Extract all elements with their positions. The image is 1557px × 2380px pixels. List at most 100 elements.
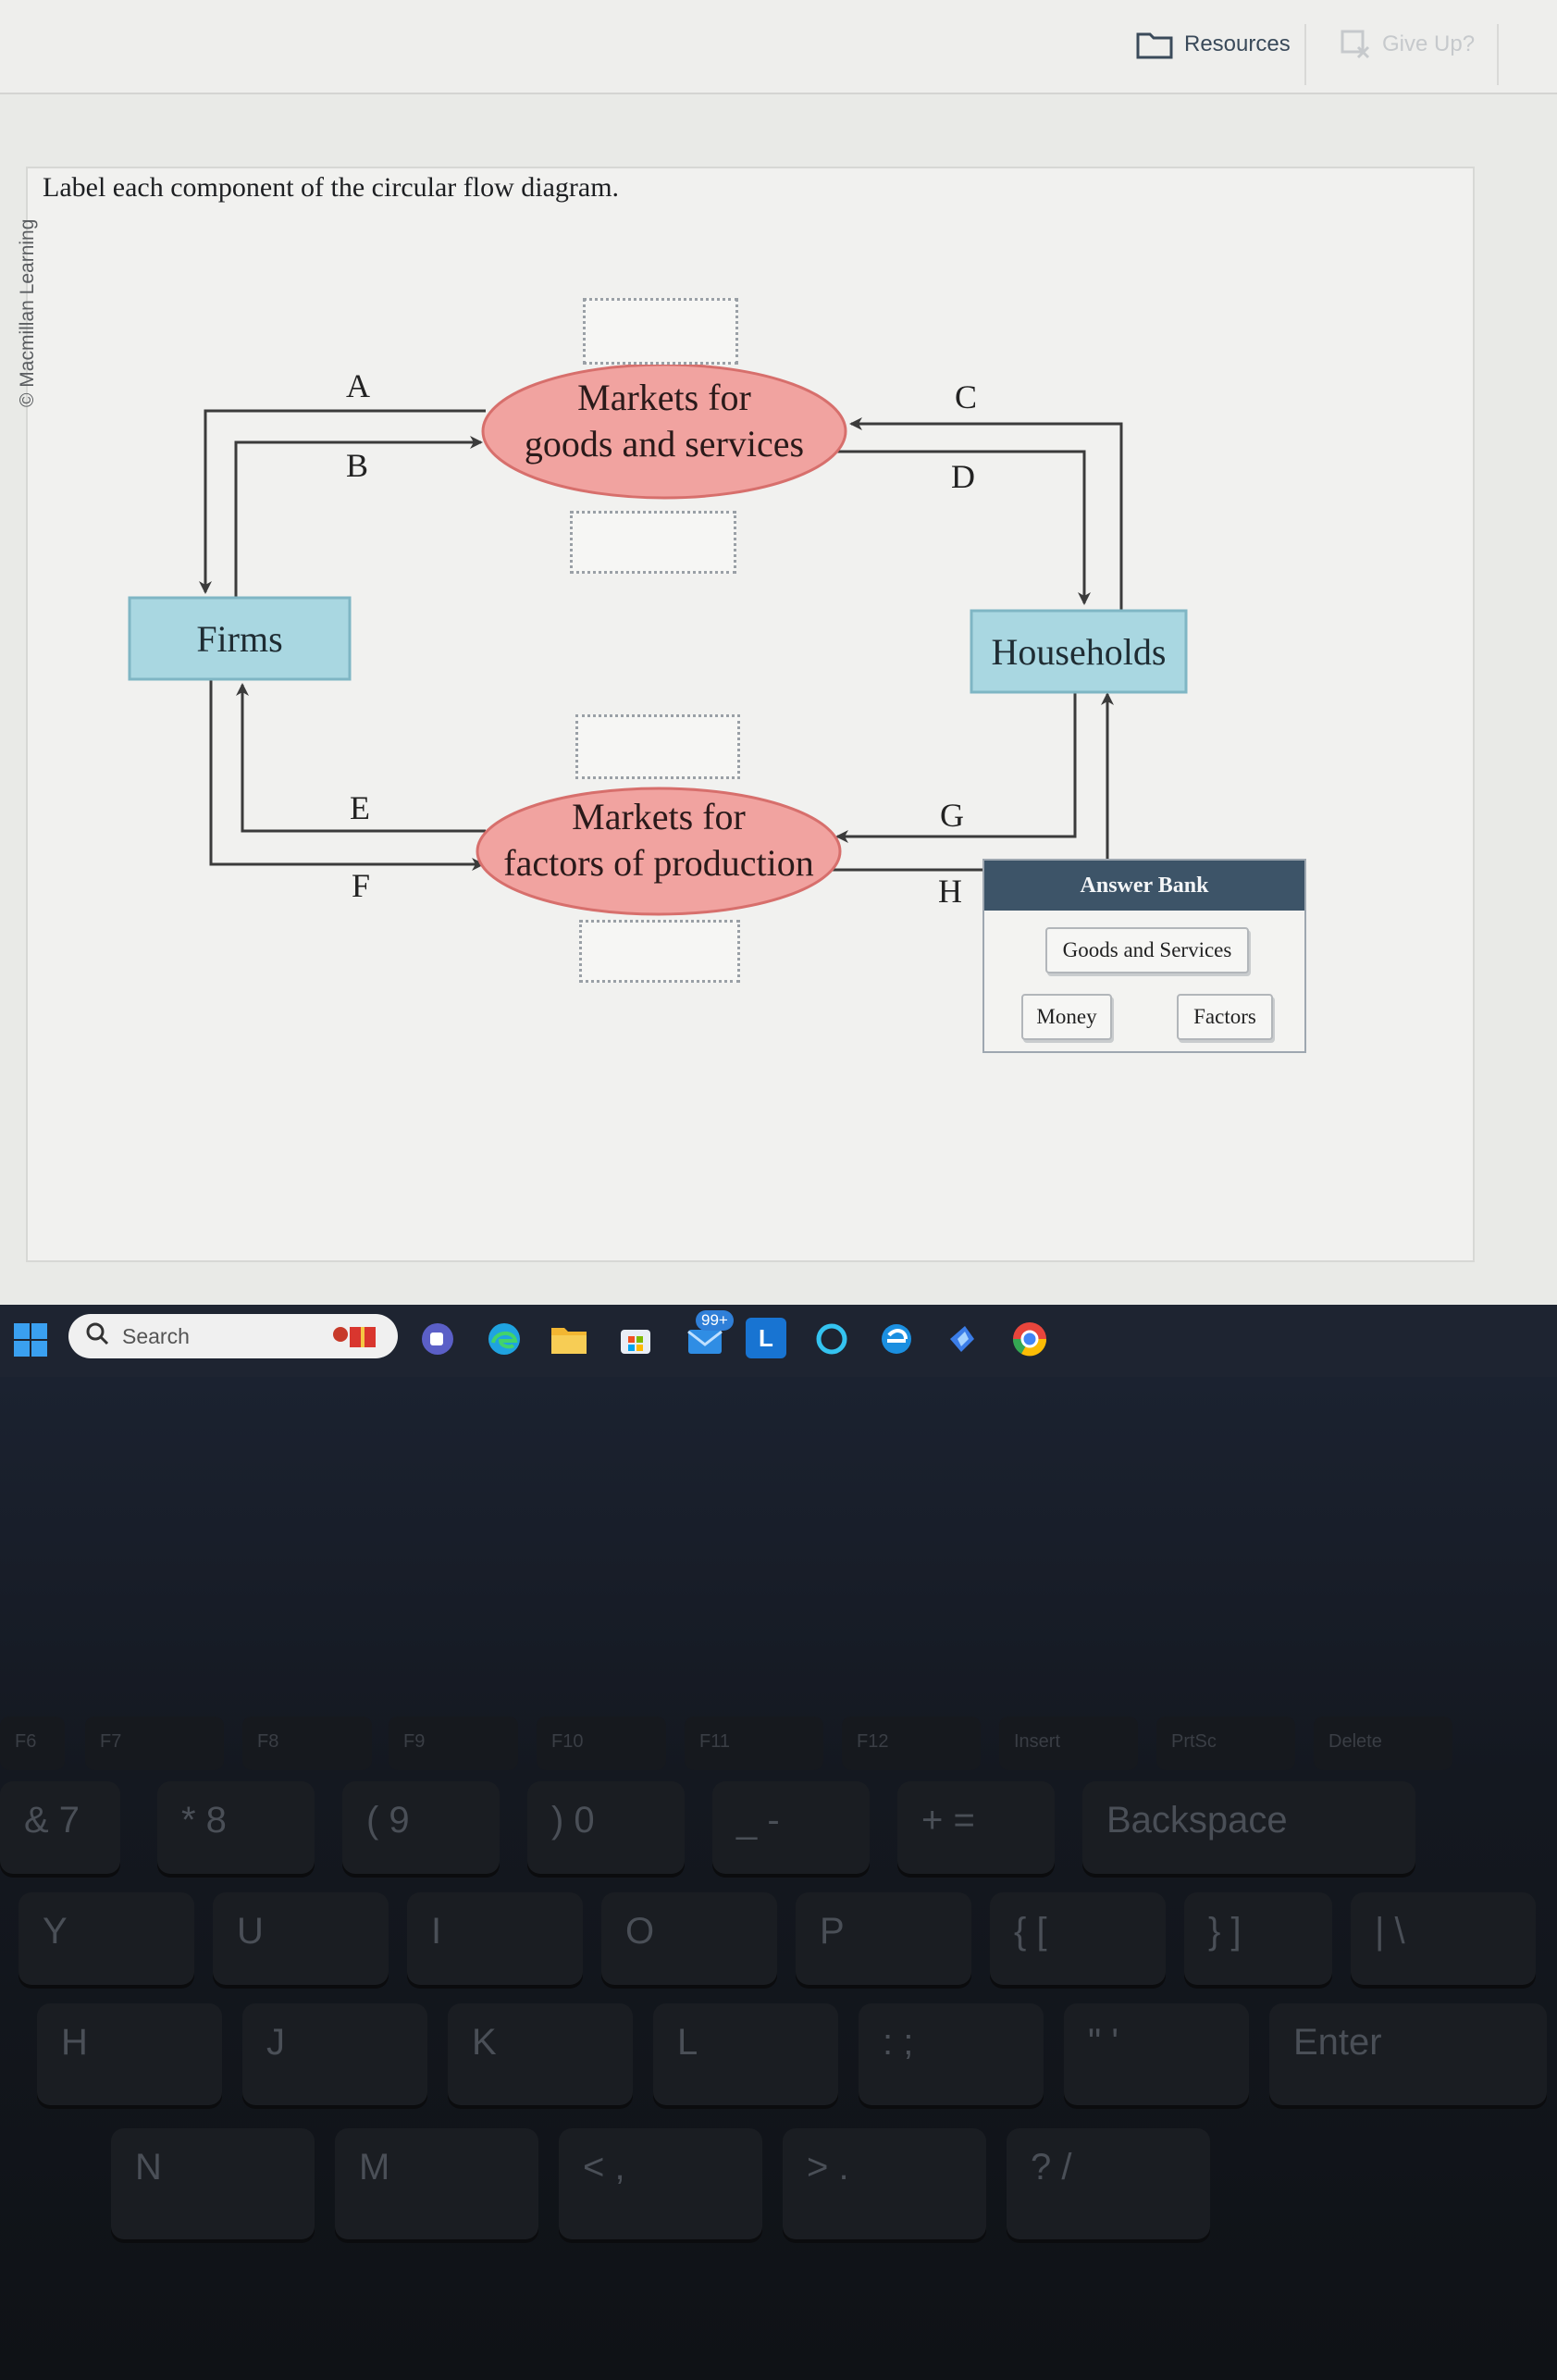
mail-badge: 99+ (696, 1310, 734, 1331)
key-f12: F12 (842, 1717, 981, 1770)
flow-line-h (833, 692, 1114, 872)
edge-icon[interactable] (481, 1316, 527, 1362)
factor-market-label: Markets for factors of production (477, 794, 840, 886)
answer-bank-title: Answer Bank (984, 861, 1304, 911)
key-u: U (213, 1892, 389, 1985)
flow-line-c (849, 417, 1123, 615)
key-quote: " ' (1064, 2003, 1249, 2105)
copilot-icon[interactable] (938, 1316, 984, 1362)
diagram-lines (128, 363, 1188, 916)
key-f6: F6 (0, 1717, 65, 1770)
key-prtsc: PrtSc (1156, 1717, 1295, 1770)
drop-target-goods-top[interactable] (583, 298, 738, 365)
key-i: I (407, 1892, 583, 1985)
alexa-icon[interactable] (809, 1316, 855, 1362)
give-up-label: Give Up? (1382, 31, 1476, 56)
key-slash: ? / (1007, 2128, 1210, 2239)
key-minus: _ - (712, 1781, 870, 1874)
flow-label-g: G (940, 797, 964, 834)
chip-money[interactable]: Money (1021, 994, 1112, 1040)
resources-button[interactable]: Resources (1136, 17, 1291, 72)
flow-label-d: D (951, 458, 975, 495)
flow-label-h: H (938, 873, 962, 910)
flow-line-f (209, 677, 485, 871)
chrome-icon[interactable] (1005, 1314, 1055, 1364)
windows-start-icon[interactable] (7, 1317, 54, 1363)
chip-goods-and-services[interactable]: Goods and Services (1045, 927, 1249, 973)
key-9: ( 9 (342, 1781, 500, 1874)
key-k: K (448, 2003, 633, 2105)
factor-market-shape (476, 787, 842, 916)
key-f10: F10 (537, 1717, 666, 1770)
key-h: H (37, 2003, 222, 2105)
flow-line-d (837, 450, 1091, 605)
search-placeholder: Search (122, 1323, 190, 1348)
teams-icon[interactable] (414, 1316, 461, 1362)
top-toolbar: Resources Give Up? (0, 0, 1557, 94)
households-label: Households (991, 630, 1167, 673)
key-enter: Enter (1269, 2003, 1547, 2105)
key-bracket-right: } ] (1184, 1892, 1332, 1985)
key-semicolon: : ; (859, 2003, 1044, 2105)
firms-box (128, 596, 352, 681)
flow-label-c: C (955, 378, 978, 415)
key-m: M (335, 2128, 538, 2239)
flow-line-b (234, 436, 483, 600)
key-l: L (653, 2003, 838, 2105)
l-app-icon[interactable]: L (746, 1318, 786, 1358)
flow-line-g (835, 692, 1077, 843)
folder-icon (1136, 30, 1173, 59)
key-o: O (601, 1892, 777, 1985)
flow-line-a (199, 409, 486, 594)
key-period: > . (783, 2128, 986, 2239)
key-insert: Insert (999, 1717, 1138, 1770)
goods-market-label: Markets for goods and services (483, 375, 846, 467)
chip-factors[interactable]: Factors (1177, 994, 1273, 1040)
give-up-icon (1340, 29, 1371, 60)
key-backspace: Backspace (1082, 1781, 1415, 1874)
households-box (970, 609, 1188, 694)
flow-line-e (236, 683, 486, 833)
question-text: Label each component of the circular flo… (43, 172, 620, 203)
mail-icon[interactable] (679, 1316, 731, 1362)
flow-label-b: B (346, 447, 369, 484)
toolbar-divider (1304, 24, 1306, 85)
key-delete: Delete (1314, 1717, 1452, 1770)
flow-label-e: E (350, 789, 370, 826)
key-bracket-left: { [ (990, 1892, 1166, 1985)
key-comma: < , (559, 2128, 762, 2239)
search-icon (85, 1321, 109, 1351)
factor-market-line2: factors of production (503, 842, 814, 884)
circular-flow-diagram: Markets for goods and services Markets f… (128, 298, 1188, 983)
resources-label: Resources (1184, 31, 1291, 56)
flow-label-a: A (346, 367, 370, 404)
key-backslash: | \ (1351, 1892, 1536, 1985)
key-equals: + = (897, 1781, 1055, 1874)
taskbar-search[interactable]: Search (68, 1314, 398, 1358)
goods-market-shape (481, 363, 847, 500)
gift-icon (329, 1318, 383, 1355)
key-f11: F11 (685, 1717, 823, 1770)
goods-market-line2: goods and services (524, 423, 805, 465)
key-y: Y (19, 1892, 194, 1985)
key-f9: F9 (389, 1717, 518, 1770)
key-7: & 7 (0, 1781, 120, 1874)
ie-icon[interactable] (873, 1316, 920, 1362)
screen: Resources Give Up? © Macmillan Learning … (0, 0, 1557, 1262)
factor-market-line1: Markets for (572, 796, 746, 837)
file-explorer-icon[interactable] (546, 1316, 592, 1362)
flow-label-f: F (352, 867, 371, 904)
drop-target-factor-top[interactable] (575, 714, 740, 779)
drop-target-factor-bottom[interactable] (579, 920, 740, 983)
toolbar-divider (1497, 24, 1499, 85)
store-icon[interactable] (612, 1316, 659, 1362)
key-j: J (242, 2003, 427, 2105)
key-0: ) 0 (527, 1781, 685, 1874)
key-p: P (796, 1892, 971, 1985)
key-8: * 8 (157, 1781, 315, 1874)
key-n: N (111, 2128, 315, 2239)
give-up-button[interactable]: Give Up? (1340, 17, 1475, 72)
drop-target-goods-bottom[interactable] (570, 511, 736, 574)
key-f7: F7 (85, 1717, 224, 1770)
goods-market-line1: Markets for (577, 377, 751, 418)
